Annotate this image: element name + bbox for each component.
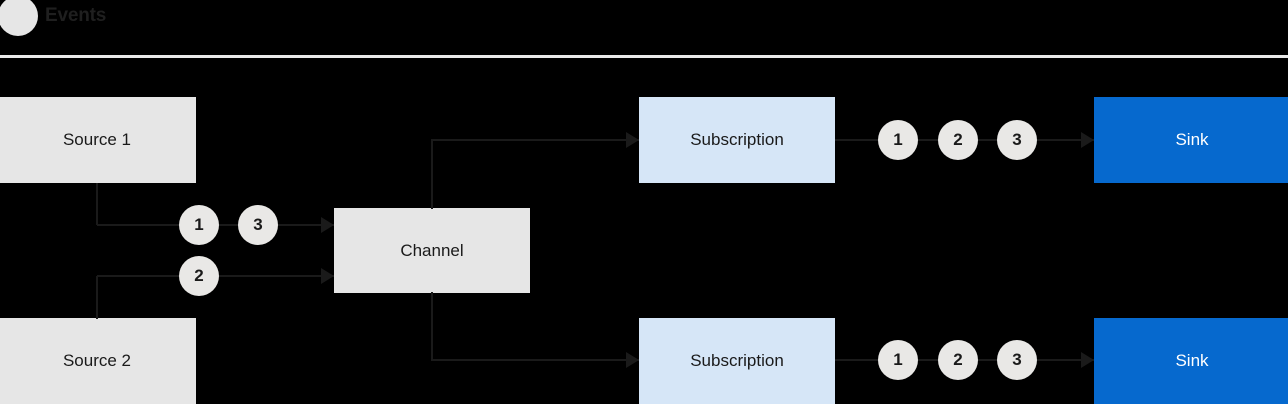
badge-label: 3	[1012, 130, 1022, 149]
arrow-into-sink1	[1081, 132, 1094, 148]
arrow-into-sub1	[626, 132, 639, 148]
badge-label: 2	[194, 266, 204, 285]
arrow-into-sub2	[626, 352, 639, 368]
node-label: Subscription	[690, 130, 784, 149]
badge-sub1-e1: 1	[878, 120, 918, 160]
node-source-1[interactable]: Source 1	[0, 97, 196, 183]
node-subscription-1[interactable]: Subscription	[639, 97, 835, 183]
events-dot-icon	[0, 0, 38, 36]
v-channel-up	[431, 139, 433, 209]
node-label: Sink	[1175, 130, 1209, 149]
badge-src1-e1: 1	[179, 205, 219, 245]
node-sink-2[interactable]: Sink	[1094, 318, 1288, 404]
badge-label: 3	[253, 215, 263, 234]
v-src2-up	[96, 276, 98, 319]
badge-label: 1	[893, 130, 903, 149]
node-source-2[interactable]: Source 2	[0, 318, 196, 404]
v-channel-down	[431, 292, 433, 360]
badge-sub1-e2: 2	[938, 120, 978, 160]
badge-sub2-e2: 2	[938, 340, 978, 380]
badge-label: 2	[953, 350, 963, 369]
badge-label: 3	[1012, 350, 1022, 369]
badge-label: 1	[893, 350, 903, 369]
badge-label: 2	[953, 130, 963, 149]
h-channel-to-sub1	[431, 139, 639, 141]
badge-src1-e3: 3	[238, 205, 278, 245]
node-label: Channel	[400, 240, 464, 260]
v-src1-down	[96, 183, 98, 225]
h-channel-to-sub2	[431, 359, 639, 361]
badge-src2-e2: 2	[179, 256, 219, 296]
node-label: Subscription	[690, 351, 784, 370]
node-label: Source 1	[62, 130, 132, 149]
node-channel[interactable]: Channel	[334, 208, 530, 293]
node-label: Sink	[1175, 351, 1209, 370]
badge-sub1-e3: 3	[997, 120, 1037, 160]
node-sink-1[interactable]: Sink	[1094, 97, 1288, 183]
badge-sub2-e3: 3	[997, 340, 1037, 380]
page-title: Events	[45, 5, 107, 26]
arrow-into-sink2	[1081, 352, 1094, 368]
node-subscription-2[interactable]: Subscription	[639, 318, 835, 404]
arrow-into-channel-bottom	[321, 268, 334, 284]
badge-sub2-e1: 1	[878, 340, 918, 380]
badge-label: 1	[194, 215, 204, 234]
header-divider	[0, 55, 1288, 58]
node-label: Source 2	[62, 351, 132, 370]
arrow-into-channel-top	[321, 217, 334, 233]
